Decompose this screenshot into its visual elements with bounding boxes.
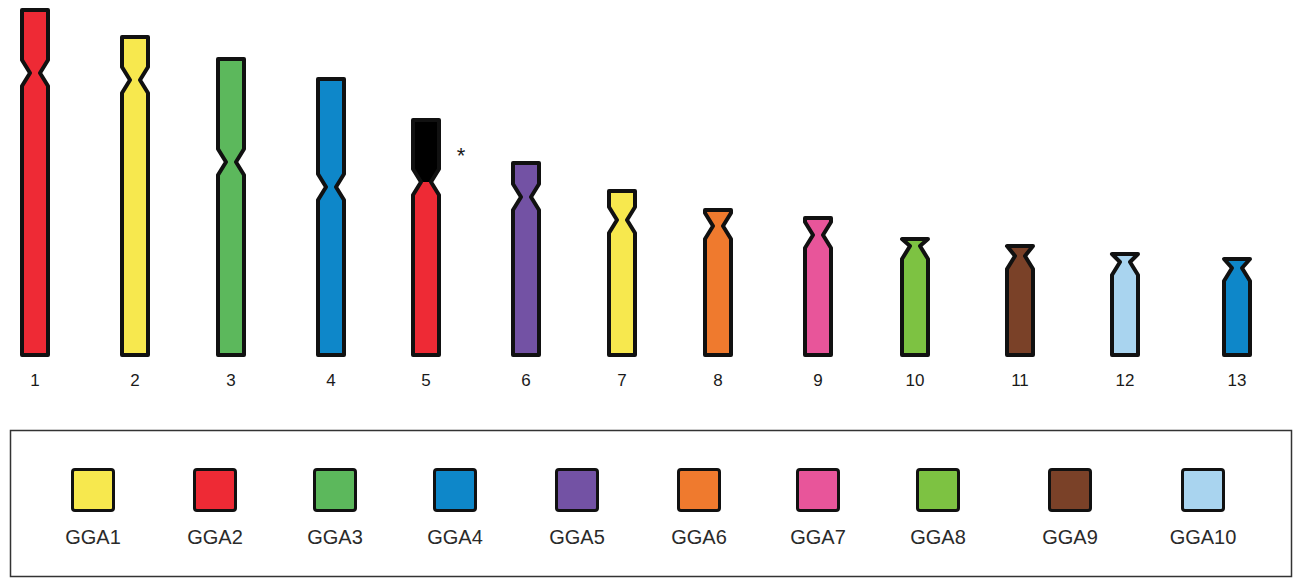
chromosome-number: 6	[521, 371, 530, 391]
chromosome-number: 1	[30, 371, 39, 391]
legend-swatch	[677, 468, 721, 512]
legend-label: GGA2	[187, 526, 243, 549]
chromosome-number: 7	[617, 371, 626, 391]
legend-label: GGA5	[549, 526, 605, 549]
chromosome-number: 13	[1228, 371, 1247, 391]
chromosome-outline	[1112, 254, 1138, 355]
chromosome-number: 9	[813, 371, 822, 391]
chromosome	[318, 79, 344, 355]
legend-label: GGA1	[65, 526, 121, 549]
chromosome-outline	[609, 191, 635, 355]
chromosome-outline	[122, 37, 148, 355]
legend-swatch	[1181, 468, 1225, 512]
chromosome-outline	[218, 59, 244, 355]
legend-label: GGA8	[910, 526, 966, 549]
legend-swatch	[71, 468, 115, 512]
legend-label: GGA7	[790, 526, 846, 549]
chromosome-outline	[902, 239, 928, 355]
chromosome-number: 12	[1116, 371, 1135, 391]
chromosome-outline	[705, 210, 731, 355]
chromosome-group	[22, 10, 1250, 355]
chromosome	[513, 163, 539, 355]
legend-frame	[11, 431, 1292, 577]
chromosome-outline	[1007, 246, 1033, 355]
legend-swatch	[313, 468, 357, 512]
chromosome	[1224, 259, 1250, 355]
legend-swatch	[433, 468, 477, 512]
chromosome-number: 10	[906, 371, 925, 391]
chromosome-number: 2	[130, 371, 139, 391]
chromosome-outline	[805, 218, 831, 355]
chromosome-number: 8	[713, 371, 722, 391]
chromosome	[902, 239, 928, 355]
chromosome-outline	[413, 120, 439, 355]
legend-swatch	[555, 468, 599, 512]
chromosome-outline	[513, 163, 539, 355]
chromosome-outline	[318, 79, 344, 355]
chromosome	[22, 10, 48, 355]
chromosome-outline	[22, 10, 48, 355]
asterisk-mark: *	[457, 143, 466, 169]
chromosome	[1007, 246, 1033, 355]
chromosome	[218, 59, 244, 355]
chromosome	[705, 210, 731, 355]
legend-label: GGA6	[671, 526, 727, 549]
chromosome	[1112, 254, 1138, 355]
chromosome-number: 4	[326, 371, 335, 391]
legend-swatch	[796, 468, 840, 512]
chromosome	[805, 218, 831, 355]
legend-swatch	[1048, 468, 1092, 512]
legend-label: GGA10	[1170, 526, 1237, 549]
legend-swatch	[193, 468, 237, 512]
legend-label: GGA4	[427, 526, 483, 549]
chromosome-number: 5	[421, 371, 430, 391]
legend-label: GGA3	[307, 526, 363, 549]
chromosome-number: 11	[1011, 371, 1029, 391]
chromosome-number: 3	[226, 371, 235, 391]
chromosome	[122, 37, 148, 355]
chromosome	[609, 191, 635, 355]
legend-label: GGA9	[1042, 526, 1098, 549]
chromosome-outline	[1224, 259, 1250, 355]
legend-swatch	[916, 468, 960, 512]
